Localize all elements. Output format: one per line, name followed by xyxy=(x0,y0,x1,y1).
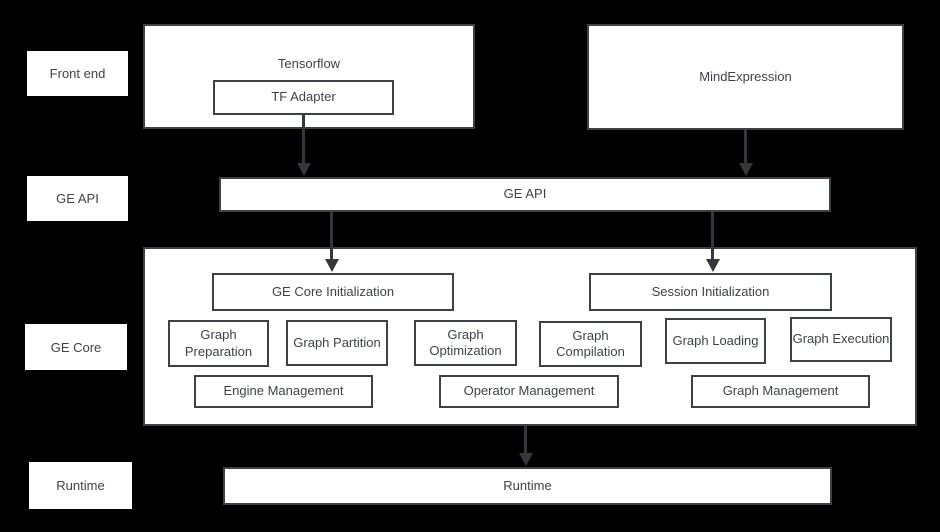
graph-optimization-box: Graph Optimization xyxy=(414,320,517,366)
session-initialization-box: Session Initialization xyxy=(589,273,832,311)
row-label-ge-core: GE Core xyxy=(25,324,127,370)
runtime-label: Runtime xyxy=(503,477,552,493)
arrow-head-icon xyxy=(738,163,753,176)
row-label-ge-api: GE API xyxy=(27,176,128,221)
graph-partition-label: Graph Partition xyxy=(293,334,381,350)
ge-core-initialization-box: GE Core Initialization xyxy=(212,273,454,311)
arrow-ge-core-to-runtime xyxy=(518,426,533,466)
row-label-front-end: Front end xyxy=(27,51,128,96)
graph-management-box: Graph Management xyxy=(691,375,870,408)
arrow-tf-adapter-to-ge-api xyxy=(296,115,311,176)
graph-compilation-label: Graph Compilation xyxy=(556,327,625,359)
mindexpression-box: MindExpression xyxy=(587,24,904,130)
arrow-head-icon xyxy=(324,259,339,272)
ge-api-box: GE API xyxy=(219,177,831,212)
arrow-ge-api-to-ge-core-initialization xyxy=(324,212,339,272)
arrow-shaft xyxy=(302,115,305,163)
arrow-shaft xyxy=(524,426,527,453)
runtime-box: Runtime xyxy=(223,467,832,505)
arrow-head-icon xyxy=(705,259,720,272)
engine-management-box: Engine Management xyxy=(194,375,373,408)
ge-core-initialization-label: GE Core Initialization xyxy=(271,283,395,299)
graph-partition-box: Graph Partition xyxy=(286,320,388,366)
tf-adapter-label: TF Adapter xyxy=(271,89,336,105)
graph-loading-box: Graph Loading xyxy=(665,318,766,364)
graph-preparation-label: Graph Preparation xyxy=(184,327,253,359)
session-initialization-label: Session Initialization xyxy=(651,283,770,299)
arrow-shaft xyxy=(711,212,714,259)
ge-api-label: GE API xyxy=(503,186,547,202)
arrow-shaft xyxy=(330,212,333,259)
graph-compilation-box: Graph Compilation xyxy=(539,321,642,367)
graph-optimization-label: Graph Optimization xyxy=(429,326,502,358)
tf-adapter-box: TF Adapter xyxy=(213,80,394,115)
arrow-head-icon xyxy=(518,453,533,466)
graph-execution-box: Graph Execution xyxy=(790,317,892,362)
arrow-shaft xyxy=(744,130,747,163)
row-label-runtime: Runtime xyxy=(29,462,132,509)
operator-management-box: Operator Management xyxy=(439,375,619,408)
graph-preparation-box: Graph Preparation xyxy=(168,320,269,367)
arrow-mindexpression-to-ge-api xyxy=(738,130,753,176)
engine-management-label: Engine Management xyxy=(223,383,344,399)
mindexpression-label: MindExpression xyxy=(699,68,792,84)
arrow-ge-api-to-session-initialization xyxy=(705,212,720,272)
arrow-head-icon xyxy=(296,163,311,176)
graph-execution-label: Graph Execution xyxy=(792,331,890,347)
tensorflow-label: Tensorflow xyxy=(277,56,341,71)
operator-management-label: Operator Management xyxy=(463,383,595,399)
graph-management-label: Graph Management xyxy=(722,383,839,399)
graph-loading-label: Graph Loading xyxy=(672,332,759,348)
